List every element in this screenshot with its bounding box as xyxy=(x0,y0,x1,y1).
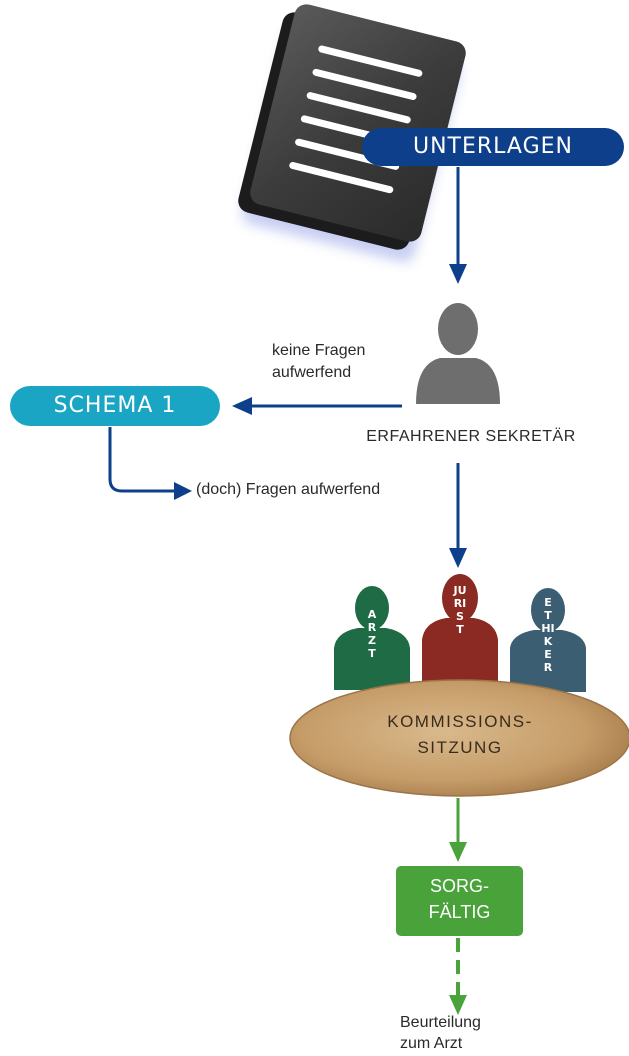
result-label-line2: FÄLTIG xyxy=(428,902,491,922)
schema-label: SCHEMA 1 xyxy=(53,393,177,418)
commission-label-line2: SITZUNG xyxy=(417,738,503,757)
secretary-person-icon xyxy=(416,303,500,404)
member-ethiker-letters: ETHIKER xyxy=(541,596,555,674)
member-jurist-letters: JURIST xyxy=(453,584,467,636)
member-ethiker-icon xyxy=(510,588,586,692)
outcome-label-line2: zum Arzt xyxy=(400,1035,463,1052)
schema-pill xyxy=(10,386,220,426)
arrow-to-schema xyxy=(232,397,402,415)
result-label-line1: SORG- xyxy=(429,876,489,896)
arrow-result-to-outcome xyxy=(449,938,467,1015)
outcome-label-line1: Beurteilung xyxy=(400,1014,481,1031)
member-arzt-icon xyxy=(334,586,410,690)
arrow-schema-questions xyxy=(108,427,192,500)
unterlagen-pill xyxy=(362,128,624,166)
unterlagen-label: UNTERLAGEN xyxy=(412,134,573,159)
no-questions-line1: keine Fragen xyxy=(272,342,366,359)
arrow-commission-to-result xyxy=(449,798,467,862)
member-arzt-letters: ARZT xyxy=(367,608,377,660)
arrow-doc-to-secretary xyxy=(449,167,467,284)
document-icon xyxy=(238,4,466,262)
questions-label: (doch) Fragen aufwerfend xyxy=(196,481,381,498)
commission-table xyxy=(289,679,629,797)
arrow-secretary-to-commission xyxy=(449,463,467,568)
commission-label-line1: KOMMISSIONS- xyxy=(387,712,533,731)
secretary-label: ERFAHRENER SEKRETÄR xyxy=(366,428,576,445)
member-jurist-icon xyxy=(422,574,498,690)
no-questions-line2: aufwerfend xyxy=(272,364,352,381)
result-box xyxy=(396,866,523,936)
